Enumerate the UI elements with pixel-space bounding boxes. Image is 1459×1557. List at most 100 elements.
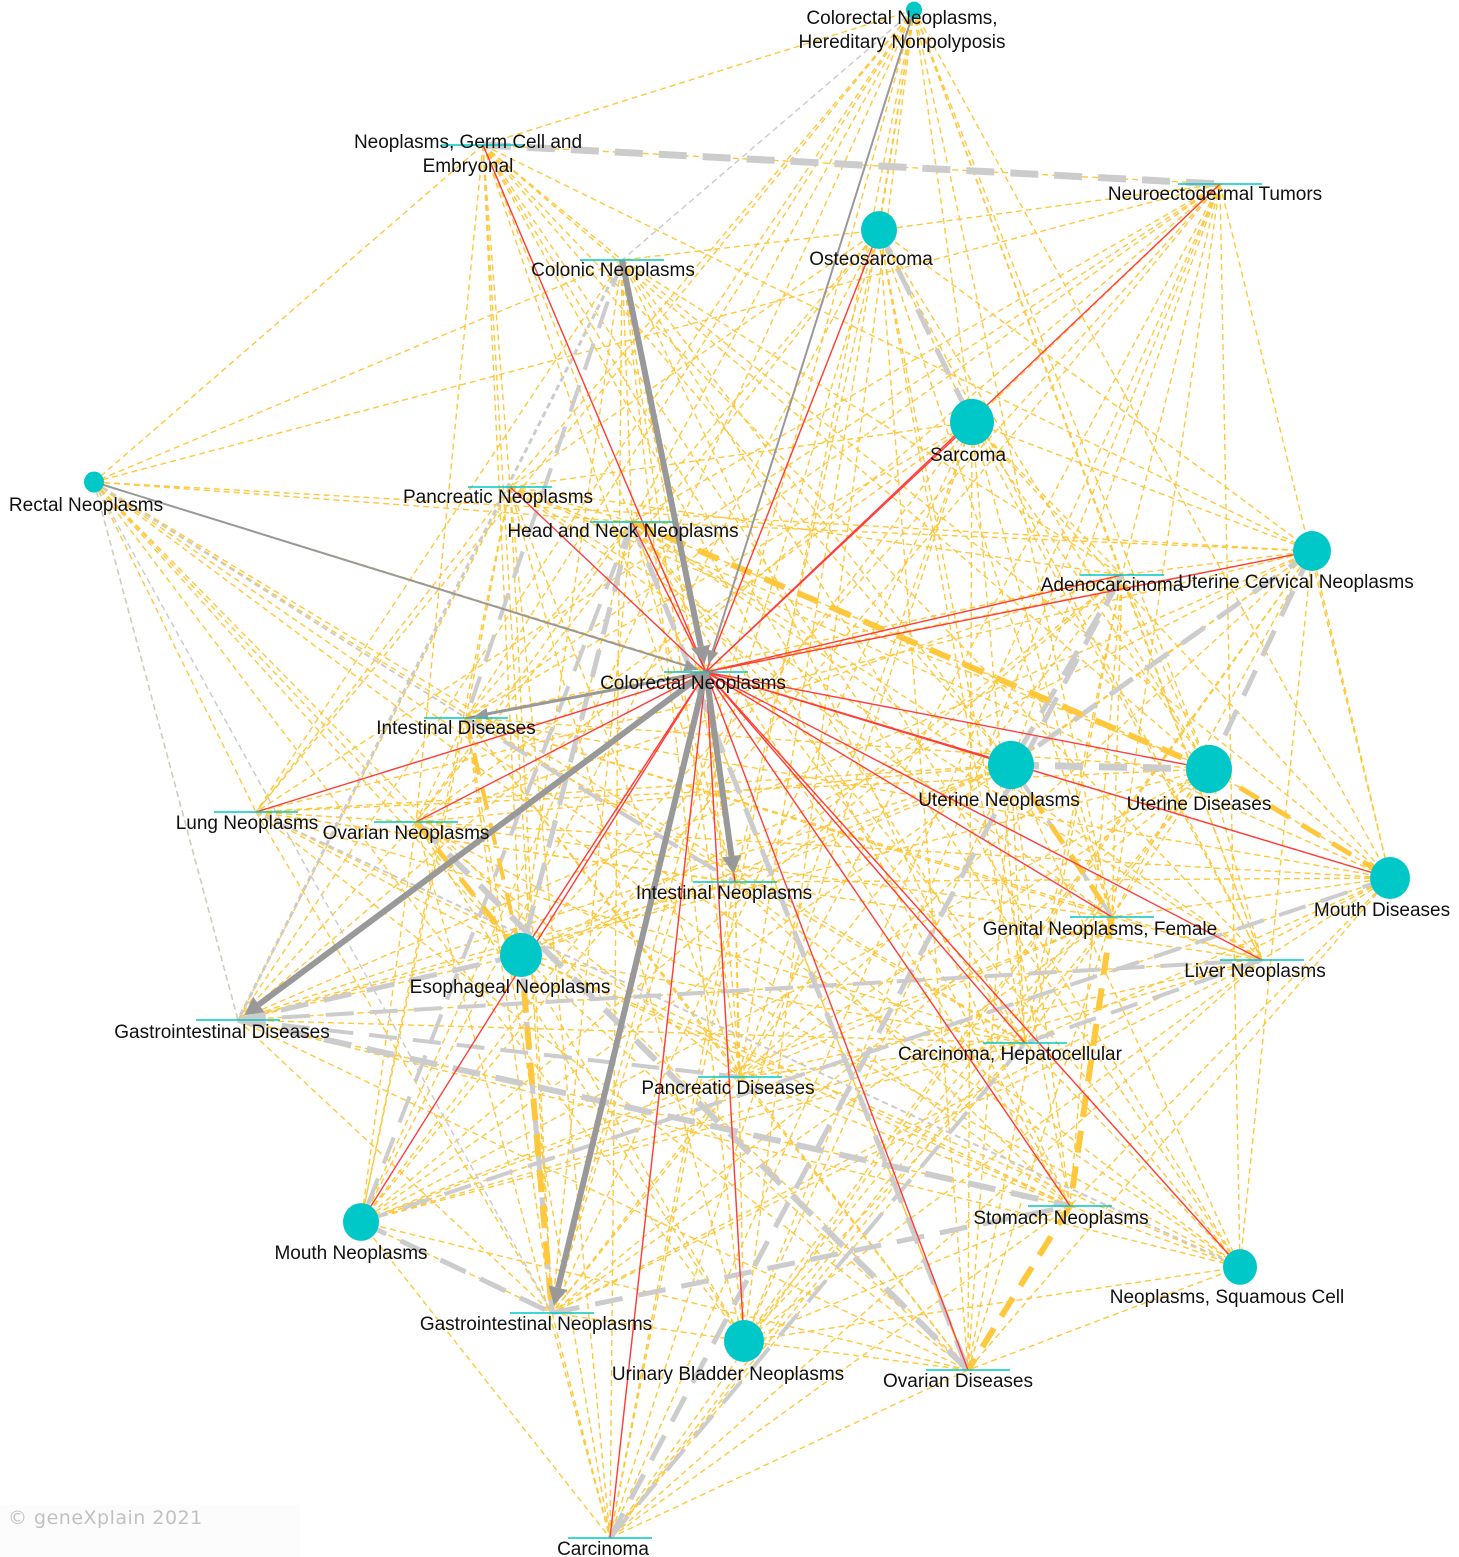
edge: [878, 229, 1210, 770]
edge: [465, 574, 1123, 719]
node-uterine_dis[interactable]: [1186, 744, 1232, 794]
edge: [237, 9, 915, 1021]
edge: [255, 486, 511, 813]
edge: [360, 9, 915, 1223]
edge: [878, 229, 1263, 961]
edge: [415, 821, 741, 1078]
edge: [705, 671, 1113, 918]
edge: [482, 9, 915, 146]
edge: [509, 486, 1123, 576]
edge: [551, 521, 633, 1314]
edge: [965, 1204, 1073, 1372]
edge: [1009, 548, 1314, 768]
edge: [551, 916, 1113, 1314]
edge: [631, 9, 915, 523]
arrowhead-icon: [691, 644, 711, 665]
node-label: Ovarian Diseases: [883, 1371, 1033, 1392]
edge: [631, 521, 1071, 1207]
edge: [93, 481, 417, 823]
edge: [705, 671, 741, 1078]
arrowhead-icon: [548, 1285, 568, 1306]
edge: [465, 717, 1210, 770]
edge: [237, 952, 522, 1023]
graph-nodes: [84, 1, 1410, 1539]
edge: [551, 1312, 745, 1342]
edge: [705, 671, 1026, 1044]
node-mouth_dis[interactable]: [1370, 857, 1410, 899]
edge: [360, 821, 417, 1223]
edge: [711, 9, 915, 652]
edge: [971, 421, 1391, 879]
node-label: Colorectal Neoplasms,Hereditary Nonpolyp…: [799, 8, 1006, 53]
node-osteo[interactable]: [861, 211, 897, 249]
edge: [520, 671, 707, 956]
node-label: Urinary Bladder Neoplasms: [612, 1364, 844, 1385]
edge: [415, 821, 1391, 879]
edge: [465, 183, 1221, 719]
edge: [482, 144, 1012, 766]
node-esoph[interactable]: [500, 932, 542, 978]
node-squamous[interactable]: [1223, 1249, 1257, 1285]
edge: [93, 481, 1071, 1207]
edge: [705, 550, 1313, 673]
node-label: Carcinoma: [557, 1539, 649, 1557]
node-bladder[interactable]: [724, 1320, 764, 1362]
edge: [518, 954, 555, 1314]
edge: [967, 877, 1391, 1371]
edge: [415, 821, 1241, 1268]
edge: [509, 421, 973, 488]
edge: [705, 671, 1391, 879]
edge: [520, 954, 1241, 1268]
edge: [631, 521, 1026, 1044]
arrowhead-icon: [473, 707, 489, 720]
edge: [1010, 761, 1210, 773]
edge: [1010, 764, 1241, 1268]
edge: [743, 1340, 969, 1371]
edge: [255, 671, 707, 813]
node-label: Carcinoma, Hepatocellular: [898, 1044, 1123, 1065]
edge: [971, 421, 1123, 576]
edge: [360, 550, 1313, 1223]
edge: [555, 671, 709, 1289]
edge: [360, 1221, 611, 1539]
edge: [1010, 183, 1221, 766]
node-label: Esophageal Neoplasms: [410, 977, 611, 998]
edge: [93, 481, 467, 719]
node-mouth_neo[interactable]: [343, 1203, 379, 1241]
edge: [237, 550, 1313, 1021]
edge: [93, 481, 553, 1314]
edge: [360, 916, 1113, 1223]
edge: [878, 183, 1221, 231]
edge: [705, 671, 745, 1342]
node-label: Mouth Diseases: [1314, 900, 1450, 921]
edge: [93, 481, 257, 813]
node-label: Colonic Neoplasms: [531, 260, 695, 281]
node-label: Uterine Diseases: [1127, 794, 1272, 815]
edge: [705, 671, 1263, 961]
edge: [509, 486, 1113, 918]
edge: [631, 521, 736, 883]
edge: [551, 768, 1210, 1314]
edge: [237, 1017, 1071, 1209]
edge: [551, 421, 973, 1314]
edge: [1067, 916, 1115, 1207]
node-crc_hnpcc[interactable]: [906, 1, 922, 19]
edge: [237, 1019, 1026, 1044]
node-label: Head and Neck Neoplasms: [507, 521, 738, 542]
node-uterine_cerv[interactable]: [1293, 531, 1331, 571]
node-sarcoma[interactable]: [950, 398, 994, 446]
edge: [465, 717, 553, 1314]
node-label: Osteosarcoma: [809, 249, 933, 270]
edge: [621, 259, 745, 1342]
edge: [360, 486, 511, 1223]
edge: [1219, 183, 1391, 879]
edge: [631, 183, 1221, 523]
node-label: Lung Neoplasms: [176, 813, 319, 834]
edge: [551, 1312, 611, 1539]
node-uterine_neo[interactable]: [988, 740, 1034, 790]
edge: [971, 421, 1313, 552]
edge: [630, 519, 1211, 772]
edge: [415, 821, 745, 1342]
node-rectal[interactable]: [84, 471, 104, 493]
